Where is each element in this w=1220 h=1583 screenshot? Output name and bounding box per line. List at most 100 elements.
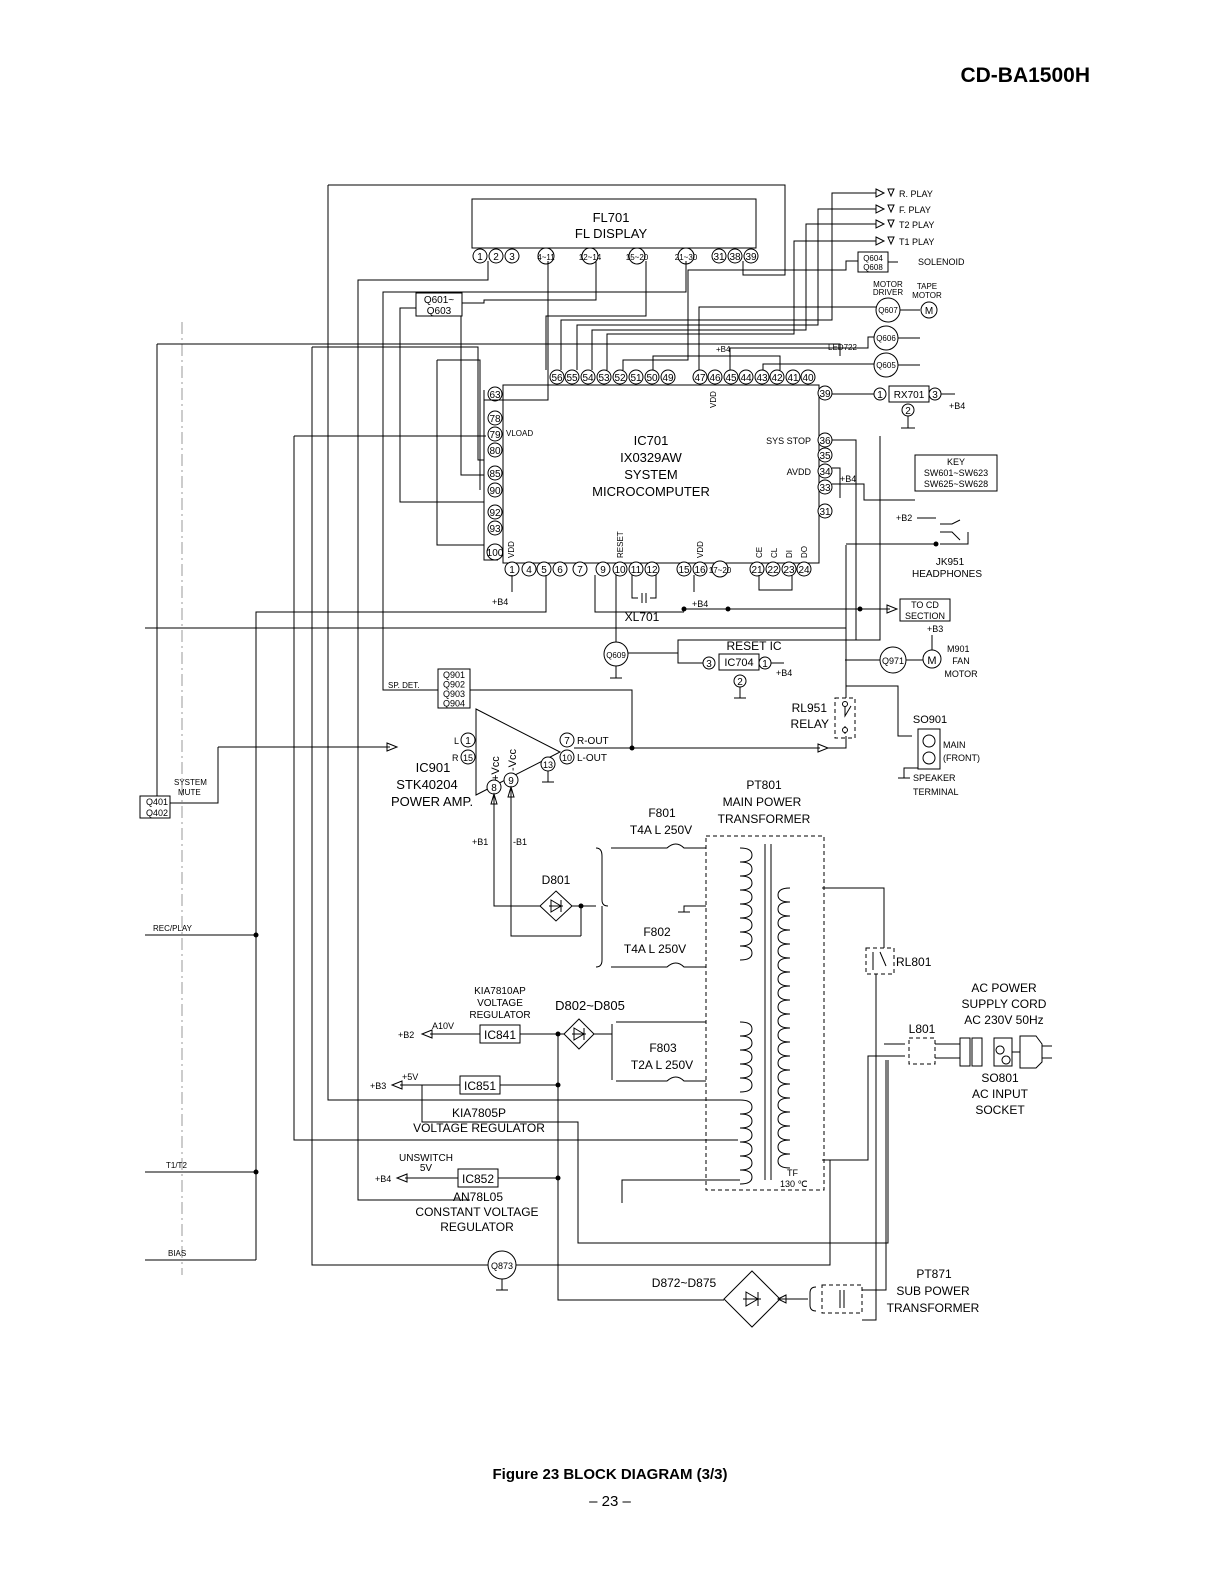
svg-text:MOTOR: MOTOR <box>873 280 903 289</box>
svg-text:XL701: XL701 <box>625 610 660 624</box>
svg-text:42: 42 <box>771 373 783 384</box>
svg-text:2: 2 <box>905 406 911 417</box>
ic701-right-pin: 31 <box>817 503 833 519</box>
svg-text:CE: CE <box>755 547 764 558</box>
fuses-rectifiers: F801 T4A L 250V F802 T4A L 250V D801 F80… <box>520 806 724 1301</box>
svg-text:3: 3 <box>509 252 515 263</box>
svg-text:34: 34 <box>819 467 831 478</box>
system-mute: SYSTEM MUTE Q401 Q402 <box>139 778 207 819</box>
ic701-right-pin: 36 <box>817 432 833 448</box>
svg-text:VDD: VDD <box>507 541 516 558</box>
ic701-left-pin: 85 <box>487 465 503 481</box>
ic701-top-pin: 55 <box>564 369 580 385</box>
svg-text:47: 47 <box>694 373 706 384</box>
svg-text:12: 12 <box>646 565 658 576</box>
svg-text:TAPE: TAPE <box>917 282 937 291</box>
svg-text:MUTE: MUTE <box>178 788 201 797</box>
svg-text:TRANSFORMER: TRANSFORMER <box>887 1301 980 1315</box>
svg-text:IC852: IC852 <box>462 1172 494 1186</box>
svg-text:D801: D801 <box>542 873 571 887</box>
svg-text:SECTION: SECTION <box>905 611 945 621</box>
svg-text:PT801: PT801 <box>746 778 782 792</box>
model-number: CD-BA1500H <box>960 64 1090 87</box>
svg-text:12~14: 12~14 <box>579 253 602 262</box>
svg-text:56: 56 <box>551 373 563 384</box>
ic701-bottom-pin: 23 <box>781 561 797 577</box>
ic701-top-pin: 43 <box>754 369 770 385</box>
svg-text:STK40204: STK40204 <box>396 777 457 792</box>
svg-text:+B4: +B4 <box>492 597 508 607</box>
svg-text:Q607: Q607 <box>878 306 898 315</box>
svg-text:-B1: -B1 <box>513 837 527 847</box>
svg-text:Q402: Q402 <box>146 808 168 818</box>
svg-text:UNSWITCH: UNSWITCH <box>399 1153 453 1164</box>
svg-text:49: 49 <box>662 373 674 384</box>
svg-text:(FRONT): (FRONT) <box>943 753 980 763</box>
svg-text:IC851: IC851 <box>464 1079 496 1093</box>
svg-text:53: 53 <box>598 373 610 384</box>
ic701-left-pin: 79 <box>487 426 503 442</box>
ic701-bottom-pin: 21 <box>749 561 765 577</box>
svg-text:Q401: Q401 <box>146 797 168 807</box>
key-switches: KEY SW601~SW623 SW625~SW628 +B4 <box>832 439 998 610</box>
svg-text:TF: TF <box>787 1168 798 1178</box>
svg-text:35: 35 <box>819 451 831 462</box>
ic701-left-pin: 92 <box>487 504 503 520</box>
svg-text:+B2: +B2 <box>398 1030 414 1040</box>
ic701-top-pin: 50 <box>644 369 660 385</box>
svg-text:M: M <box>927 655 936 667</box>
svg-text:16: 16 <box>694 565 706 576</box>
ic701-top-pin: 49 <box>660 369 676 385</box>
fl701-pin: 1 <box>472 248 488 264</box>
svg-text:T2 PLAY: T2 PLAY <box>899 220 934 230</box>
fl701-pin: 15~20 <box>626 247 649 265</box>
svg-text:MOTOR: MOTOR <box>912 291 942 300</box>
svg-text:RESET IC: RESET IC <box>726 639 781 653</box>
fl701-pin: 31 <box>711 248 727 264</box>
svg-text:VDD: VDD <box>709 391 718 408</box>
svg-text:REGULATOR: REGULATOR <box>469 1010 530 1021</box>
ic701-right-pin: 39 <box>817 385 833 401</box>
ic701-left-pin: 100 <box>486 543 504 561</box>
svg-text:5: 5 <box>541 565 547 576</box>
svg-text:+Vcc: +Vcc <box>490 756 502 781</box>
svg-text:46: 46 <box>709 373 721 384</box>
svg-text:AVDD: AVDD <box>787 467 812 477</box>
svg-text:21: 21 <box>751 565 763 576</box>
ic701-bottom-pin: 1 <box>504 561 520 577</box>
svg-text:T1 PLAY: T1 PLAY <box>899 237 934 247</box>
ic701-bottom-pin: 6 <box>552 561 568 577</box>
ic701-left-pin: 90 <box>487 482 503 498</box>
svg-text:7: 7 <box>564 736 570 747</box>
ic701-left-pin: 78 <box>487 410 503 426</box>
svg-text:SW601~SW623: SW601~SW623 <box>924 468 988 478</box>
svg-text:85: 85 <box>489 469 501 480</box>
ic701-top-pin: 47 <box>692 369 708 385</box>
svg-text:90: 90 <box>489 486 501 497</box>
svg-text:SO901: SO901 <box>913 714 947 726</box>
svg-text:Q971: Q971 <box>882 656 904 666</box>
svg-text:SOCKET: SOCKET <box>975 1103 1025 1117</box>
svg-text:+5V: +5V <box>402 1072 418 1082</box>
svg-text:AC 230V 50Hz: AC 230V 50Hz <box>964 1013 1043 1027</box>
sub-power-section: Q873 D872~D875 PT871 SUB POWER TRANSFORM… <box>487 1060 980 1328</box>
svg-text:D802~D805: D802~D805 <box>555 998 625 1013</box>
svg-text:AN78L05: AN78L05 <box>453 1190 503 1204</box>
ic701-right-pin: 35 <box>817 447 833 463</box>
ic701-top-pin: 53 <box>596 369 612 385</box>
ic701-top-pin: 52 <box>612 369 628 385</box>
svg-text:RL801: RL801 <box>896 955 932 969</box>
svg-text:+B4: +B4 <box>692 599 708 609</box>
svg-text:15: 15 <box>678 565 690 576</box>
svg-text:Q608: Q608 <box>863 263 883 272</box>
svg-text:22: 22 <box>767 565 779 576</box>
svg-text:3: 3 <box>932 390 938 401</box>
svg-text:Q605: Q605 <box>876 361 896 370</box>
svg-text:10: 10 <box>562 753 572 763</box>
ic701-microcomputer: IC701 IX0329AW SYSTEM MICROCOMPUTER VLOA… <box>486 369 833 578</box>
ic701-bottom-pin: 24 <box>796 561 812 577</box>
ic701-bottom-pin: 5 <box>536 561 552 577</box>
svg-text:43: 43 <box>756 373 768 384</box>
